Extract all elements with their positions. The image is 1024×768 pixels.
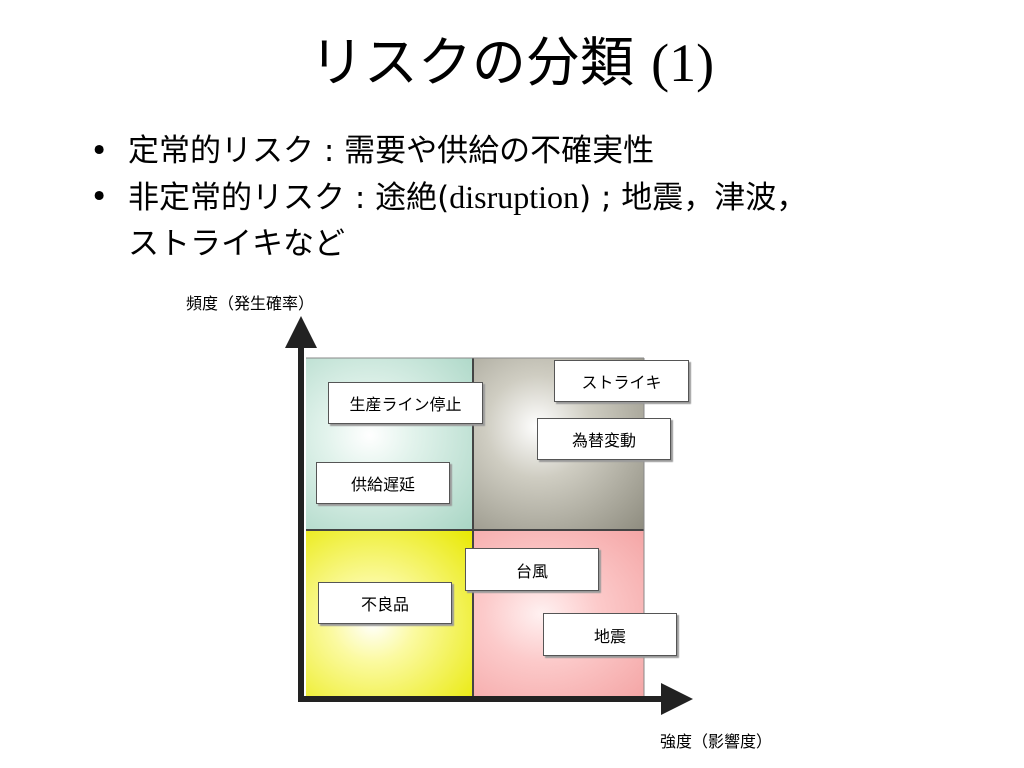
x-axis-label: 強度（影響度）	[660, 732, 773, 751]
bullet-latin-term: disruption	[449, 179, 580, 215]
risk-box-strike: ストライキ	[554, 360, 689, 402]
bullet-dot-icon: •	[90, 133, 109, 169]
bullet-lead: 定常的リスク	[128, 133, 314, 169]
risk-box-fx: 為替変動	[537, 418, 671, 460]
x-axis-arrow-icon	[661, 683, 693, 715]
bullet-text-c: ストライキなど	[128, 226, 345, 262]
risk-box-typhoon: 台風	[465, 548, 599, 591]
risk-box-supply-delay: 供給遅延	[316, 462, 450, 504]
y-axis-label: 頻度（発生確率）	[186, 294, 315, 313]
bullet-lead: 非定常的リスク	[128, 180, 345, 216]
bullet-separator: :	[314, 133, 345, 169]
slide-title: リスクの分類 (1)	[0, 28, 1024, 98]
bullet-text: 需要や供給の不確実性	[344, 133, 655, 169]
bullet-text-a: 途絶(	[375, 180, 450, 216]
risk-box-line-stop: 生産ライン停止	[328, 382, 483, 424]
title-number: (1)	[651, 33, 715, 93]
risk-box-defect: 不良品	[318, 582, 452, 624]
bullet-text-b: ) ; 地震，津波，	[579, 180, 808, 216]
bullet-separator: :	[345, 180, 376, 216]
bullet-list: • 定常的リスク : 需要や供給の不確実性 • 非定常的リスク : 途絶(disru…	[90, 128, 970, 267]
bullet-dot-icon: •	[90, 179, 109, 215]
y-axis-arrow-icon	[285, 316, 317, 348]
bullet-item-steady-risk: • 定常的リスク : 需要や供給の不確実性	[90, 128, 970, 174]
title-main: リスクの分類	[309, 31, 634, 94]
bullet-item-unsteady-risk: • 非定常的リスク : 途絶(disruption) ; 地震，津波， ストライキな…	[90, 174, 970, 267]
risk-box-earthquake: 地震	[543, 613, 677, 656]
